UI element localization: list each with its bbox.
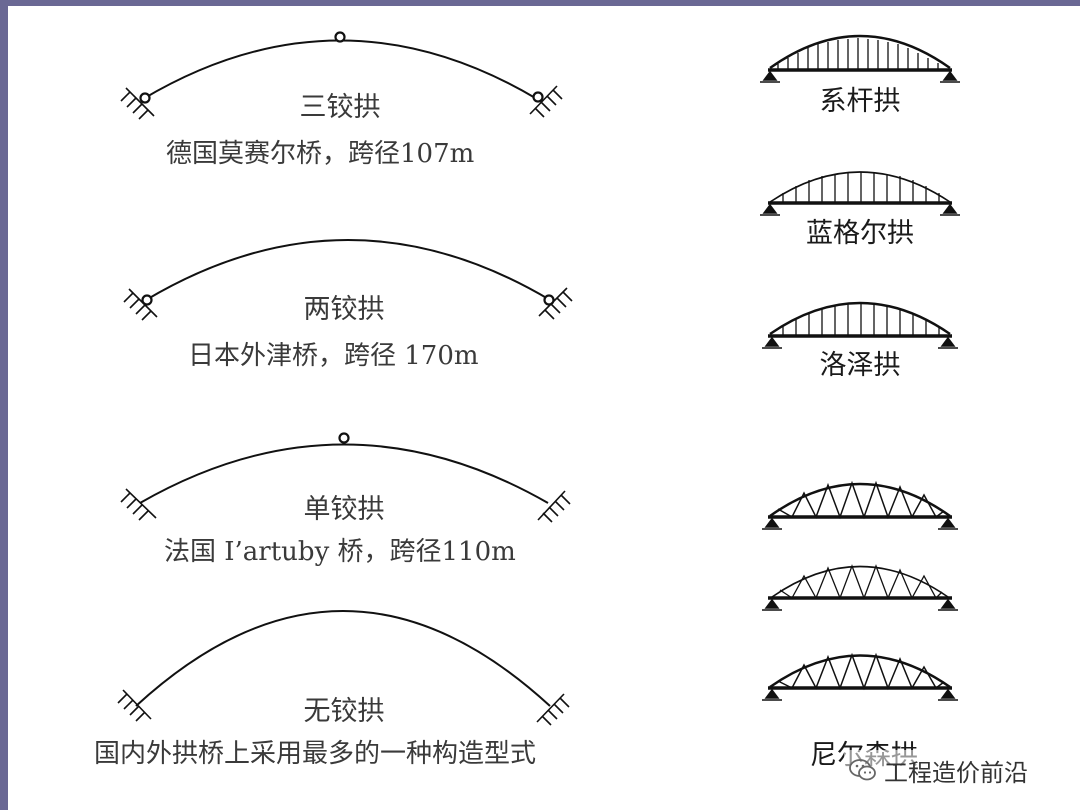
slide: 三铰拱 德国莫赛尔桥，跨径107m 两铰拱 日本外津桥，跨径 170m 单铰拱 …: [8, 6, 1080, 810]
single-hinged-arch-example: 法国 I’artuby 桥，跨径110m: [164, 537, 516, 567]
left-bearing-icon: [762, 598, 782, 611]
nielsen-arch-drawing-2: [762, 564, 958, 611]
tied-arch-label: 系杆拱: [819, 86, 901, 117]
right-bearing-icon: [938, 517, 958, 530]
arch-curve: [142, 39, 538, 100]
hangers: [782, 172, 940, 203]
crown-hinge-icon: [338, 432, 350, 444]
arch-rib: [769, 34, 951, 70]
nielsen-arch-drawing-1: [762, 480, 958, 530]
right-support-icon: [538, 287, 573, 320]
crown-hinge-icon: [334, 31, 346, 43]
right-bearing-icon: [940, 70, 960, 83]
single-hinged-arch-label: 单铰拱: [303, 494, 385, 525]
right-bearing-icon: [938, 598, 958, 611]
right-support-icon: [537, 490, 571, 523]
right-support-icon: [529, 85, 563, 118]
hangers: [782, 303, 940, 336]
left-hinge-icon: [139, 92, 151, 104]
left-support-icon: [120, 488, 157, 521]
lohse-arch-drawing: [762, 301, 958, 349]
left-bearing-icon: [762, 688, 782, 701]
two-hinged-arch-label: 两铰拱: [303, 294, 385, 325]
langer-arch-drawing: [760, 171, 960, 216]
hangers: [777, 38, 939, 70]
three-hinged-arch-drawing: [120, 31, 563, 120]
network-hangers: [777, 480, 945, 520]
nielsen-arch-drawing-3: [762, 652, 958, 701]
right-bearing-icon: [938, 336, 958, 349]
watermark-text: 工程造价前沿: [884, 758, 1028, 787]
langer-arch-label: 蓝格尔拱: [806, 218, 914, 249]
right-support-icon: [536, 693, 570, 726]
wechat-icon: [849, 759, 876, 781]
right-hinge-icon: [532, 91, 544, 103]
hingeless-arch-example: 国内外拱桥上采用最多的一种构造型式: [94, 739, 537, 769]
right-bearing-icon: [938, 688, 958, 701]
left-bearing-icon: [760, 70, 780, 83]
arch-rib: [769, 171, 951, 203]
three-hinged-arch-example: 德国莫赛尔桥，跨径107m: [166, 139, 475, 169]
arch-curve: [135, 610, 551, 707]
left-support-icon: [117, 689, 152, 722]
tied-arch-drawing: [760, 34, 960, 83]
left-bearing-icon: [762, 336, 782, 349]
network-hangers: [777, 652, 945, 691]
lohse-arch-label: 洛泽拱: [819, 350, 901, 381]
network-hangers: [779, 564, 943, 600]
left-support-icon: [123, 288, 158, 321]
right-bearing-icon: [940, 203, 960, 216]
arch-curve: [139, 443, 549, 504]
arch-rib: [769, 301, 951, 336]
arch-rib: [769, 482, 951, 518]
left-bearing-icon: [760, 203, 780, 216]
right-hinge-icon: [543, 294, 555, 306]
arch-curve: [145, 239, 551, 301]
left-bearing-icon: [762, 517, 782, 530]
hingeless-arch-label: 无铰拱: [303, 696, 385, 727]
left-support-icon: [120, 87, 155, 120]
diagram-canvas: [117, 31, 960, 726]
watermark: 工程造价前沿: [844, 750, 1032, 790]
arch-rib: [769, 654, 951, 689]
arch-rib: [771, 565, 949, 598]
two-hinged-arch-drawing: [123, 239, 573, 321]
hingeless-arch-drawing: [117, 610, 570, 726]
single-hinged-arch-drawing: [120, 432, 571, 523]
two-hinged-arch-example: 日本外津桥，跨径 170m: [188, 341, 479, 371]
three-hinged-arch-label: 三铰拱: [299, 92, 381, 123]
left-hinge-icon: [141, 294, 153, 306]
